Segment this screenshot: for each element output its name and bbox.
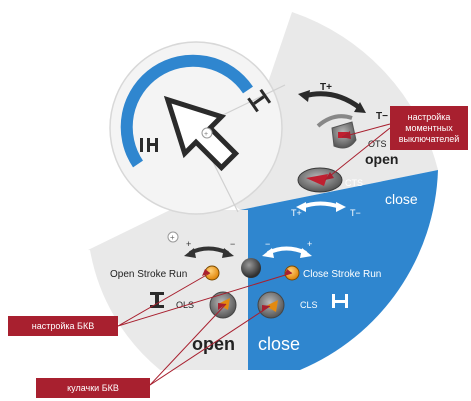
closed-position-symbol-icon bbox=[140, 138, 158, 152]
bkv-cams-label: кулачки БКВ bbox=[67, 382, 119, 393]
open-minus-mark: − bbox=[230, 239, 235, 249]
ols-symbol-icon bbox=[150, 292, 164, 308]
torque-callout-line-1: настройка bbox=[407, 111, 451, 122]
cls-cam-mark bbox=[266, 300, 278, 312]
plus-icon-glyph: + bbox=[170, 233, 175, 242]
torque-arrow-2-head-left bbox=[296, 202, 306, 212]
open-position-symbol-icon bbox=[247, 88, 272, 113]
torque-arrow-head-left bbox=[298, 90, 310, 102]
open-stroke-run-label: Open Stroke Run bbox=[110, 269, 187, 280]
right-sector-panel bbox=[228, 12, 438, 210]
t-plus-label: T+ bbox=[320, 82, 332, 93]
open-adjust-arrow-head-l bbox=[184, 248, 196, 258]
torque-arrow-2-head-right bbox=[336, 202, 346, 212]
callout-arrowheads bbox=[202, 131, 351, 312]
callout-lines bbox=[117, 123, 391, 386]
torque-callout-line-2: моментных bbox=[405, 122, 453, 133]
cls-label: CLS bbox=[300, 300, 318, 310]
position-scale-arc bbox=[120, 54, 253, 168]
plus-icon bbox=[167, 231, 179, 243]
t-minus-label: T− bbox=[376, 111, 388, 122]
open-plus-mark: + bbox=[186, 239, 191, 249]
close-stroke-run-label: Close Stroke Run bbox=[303, 269, 381, 280]
open-adjust-arrow-head-r bbox=[222, 248, 234, 258]
t-plus-2-label: T+ bbox=[291, 208, 302, 218]
bkv-setting-label: настройка БКВ bbox=[31, 320, 95, 331]
cts-label: CTS bbox=[345, 178, 363, 188]
torque-arrow-head-right bbox=[354, 102, 366, 113]
center-indicator-knob bbox=[241, 258, 261, 278]
ols-label: OLS bbox=[176, 300, 194, 310]
bkv-cams-callout: кулачки БКВ bbox=[36, 378, 150, 398]
bkv-setting-callout: настройка БКВ bbox=[8, 316, 118, 336]
close-adjust-arrow-head-r bbox=[300, 248, 312, 258]
right-open-label: open bbox=[365, 151, 398, 167]
close-sector-blue bbox=[240, 170, 438, 370]
cls-symbol-icon bbox=[332, 294, 348, 308]
close-plus-mark: + bbox=[307, 239, 312, 249]
dial-center-icon bbox=[201, 127, 213, 139]
t-minus-2-label: T− bbox=[350, 208, 361, 218]
dial-plus-mark: + bbox=[204, 131, 208, 138]
ots-label: OTS bbox=[368, 139, 387, 149]
close-minus-mark: − bbox=[265, 239, 270, 249]
ots-cam-icon bbox=[316, 114, 357, 149]
right-close-label: close bbox=[385, 191, 418, 207]
close-adjust-arrow-head-l bbox=[262, 248, 274, 258]
bottom-close-label: close bbox=[258, 334, 300, 354]
torque-switch-callout: настройка моментных выключателей bbox=[390, 106, 468, 150]
bottom-open-label: open bbox=[192, 334, 235, 354]
torque-callout-line-3: выключателей bbox=[398, 133, 460, 144]
